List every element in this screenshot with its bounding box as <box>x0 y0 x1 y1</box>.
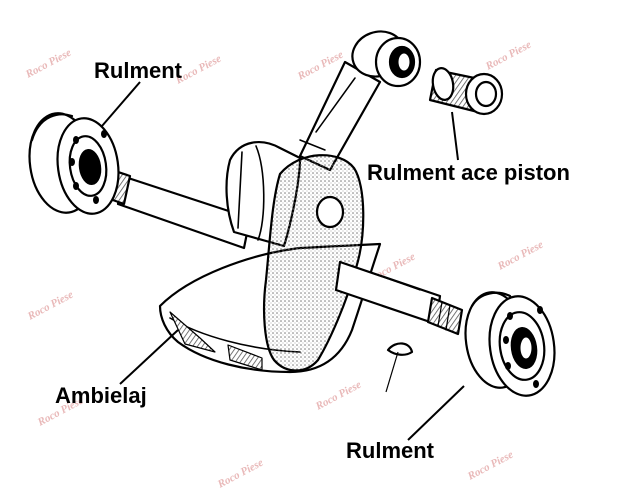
crank-web-front <box>262 154 365 372</box>
watermark: Roco Piese <box>23 47 74 81</box>
label-rulment-ace-piston: Rulment ace piston <box>367 160 570 185</box>
leader-lines <box>101 81 465 441</box>
watermark: Roco Piese <box>495 239 546 273</box>
label-ambielaj: Ambielaj <box>55 383 147 408</box>
label-rulment-top-left: Rulment <box>94 58 182 83</box>
watermark: Roco Piese <box>25 289 76 323</box>
watermark: Roco Piese <box>215 457 266 491</box>
left-bearing <box>28 112 120 215</box>
leader-line-top-left <box>101 81 141 127</box>
woodruff-key <box>386 342 414 356</box>
leader-line-key <box>385 351 399 393</box>
right-shaft <box>334 260 464 336</box>
leader-line-piston <box>451 111 459 161</box>
watermark: Roco Piese <box>465 449 516 483</box>
watermark: Roco Piese <box>483 39 534 73</box>
leader-line-ambielaj <box>119 329 179 385</box>
label-rulment-bottom-right: Rulment <box>346 438 434 463</box>
right-bearing <box>464 291 556 397</box>
watermark: Roco Piese <box>313 379 364 413</box>
leader-line-bottom <box>407 385 465 441</box>
connecting-rod <box>298 30 422 172</box>
needle-bearing <box>428 67 504 116</box>
